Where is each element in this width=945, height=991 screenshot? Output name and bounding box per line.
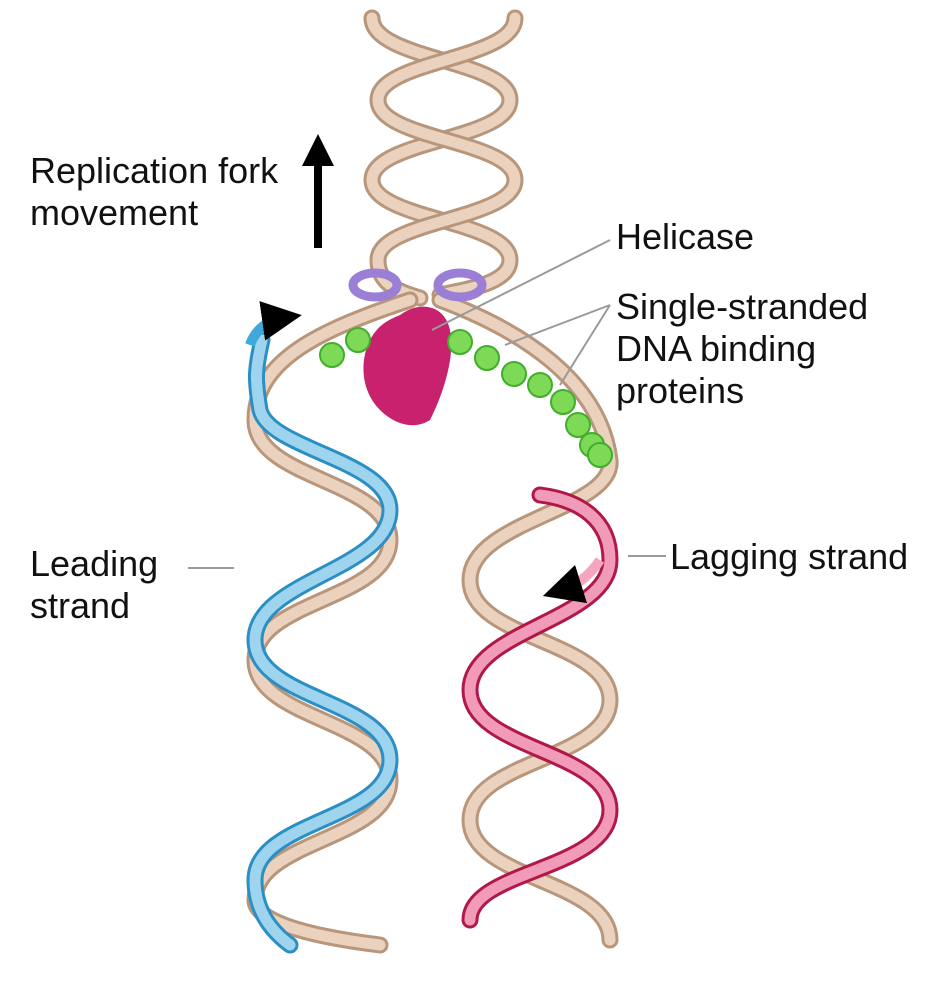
ssb-label: Single-stranded DNA binding proteins [616, 286, 868, 412]
helicase-label: Helicase [616, 216, 755, 257]
ssb-leader-line-a [504, 304, 611, 346]
ssb-label-line1: Single-stranded [616, 286, 869, 327]
ssb-protein [447, 329, 473, 355]
fork-movement-label-line2: movement [30, 192, 199, 233]
helicase-leader-line [431, 239, 611, 331]
leading-daughter-helix [245, 291, 419, 954]
ssb-protein [527, 372, 553, 398]
ssb-protein [550, 389, 576, 415]
ssb-leader-line-b [559, 304, 611, 386]
ssb-protein [319, 342, 345, 368]
ssb-protein [565, 412, 591, 438]
ssb-protein [501, 361, 527, 387]
helicase-enzyme [363, 306, 452, 426]
ssb-protein [474, 345, 500, 371]
parental-double-helix [363, 9, 524, 307]
ssb-label-line2: DNA binding [616, 328, 817, 369]
leading-strand-label-line2: strand [30, 585, 131, 626]
leading-strand-label-line1: Leading [30, 543, 159, 584]
ssb-label-line3: proteins [616, 370, 745, 411]
leading-strand-label: Leading strand [30, 543, 158, 627]
ssb-protein [345, 327, 371, 353]
fork-movement-label: Replication fork movement [30, 150, 278, 234]
single-stranded-binding-proteins [319, 327, 613, 468]
fork-movement-label-line1: Replication fork [30, 150, 279, 191]
lagging-daughter-helix [431, 291, 619, 949]
helicase-rotation-arrows [348, 268, 487, 302]
ssb-protein [587, 442, 613, 468]
label-leader-lines [188, 239, 666, 569]
lagging-strand-label: Lagging strand [670, 536, 909, 577]
